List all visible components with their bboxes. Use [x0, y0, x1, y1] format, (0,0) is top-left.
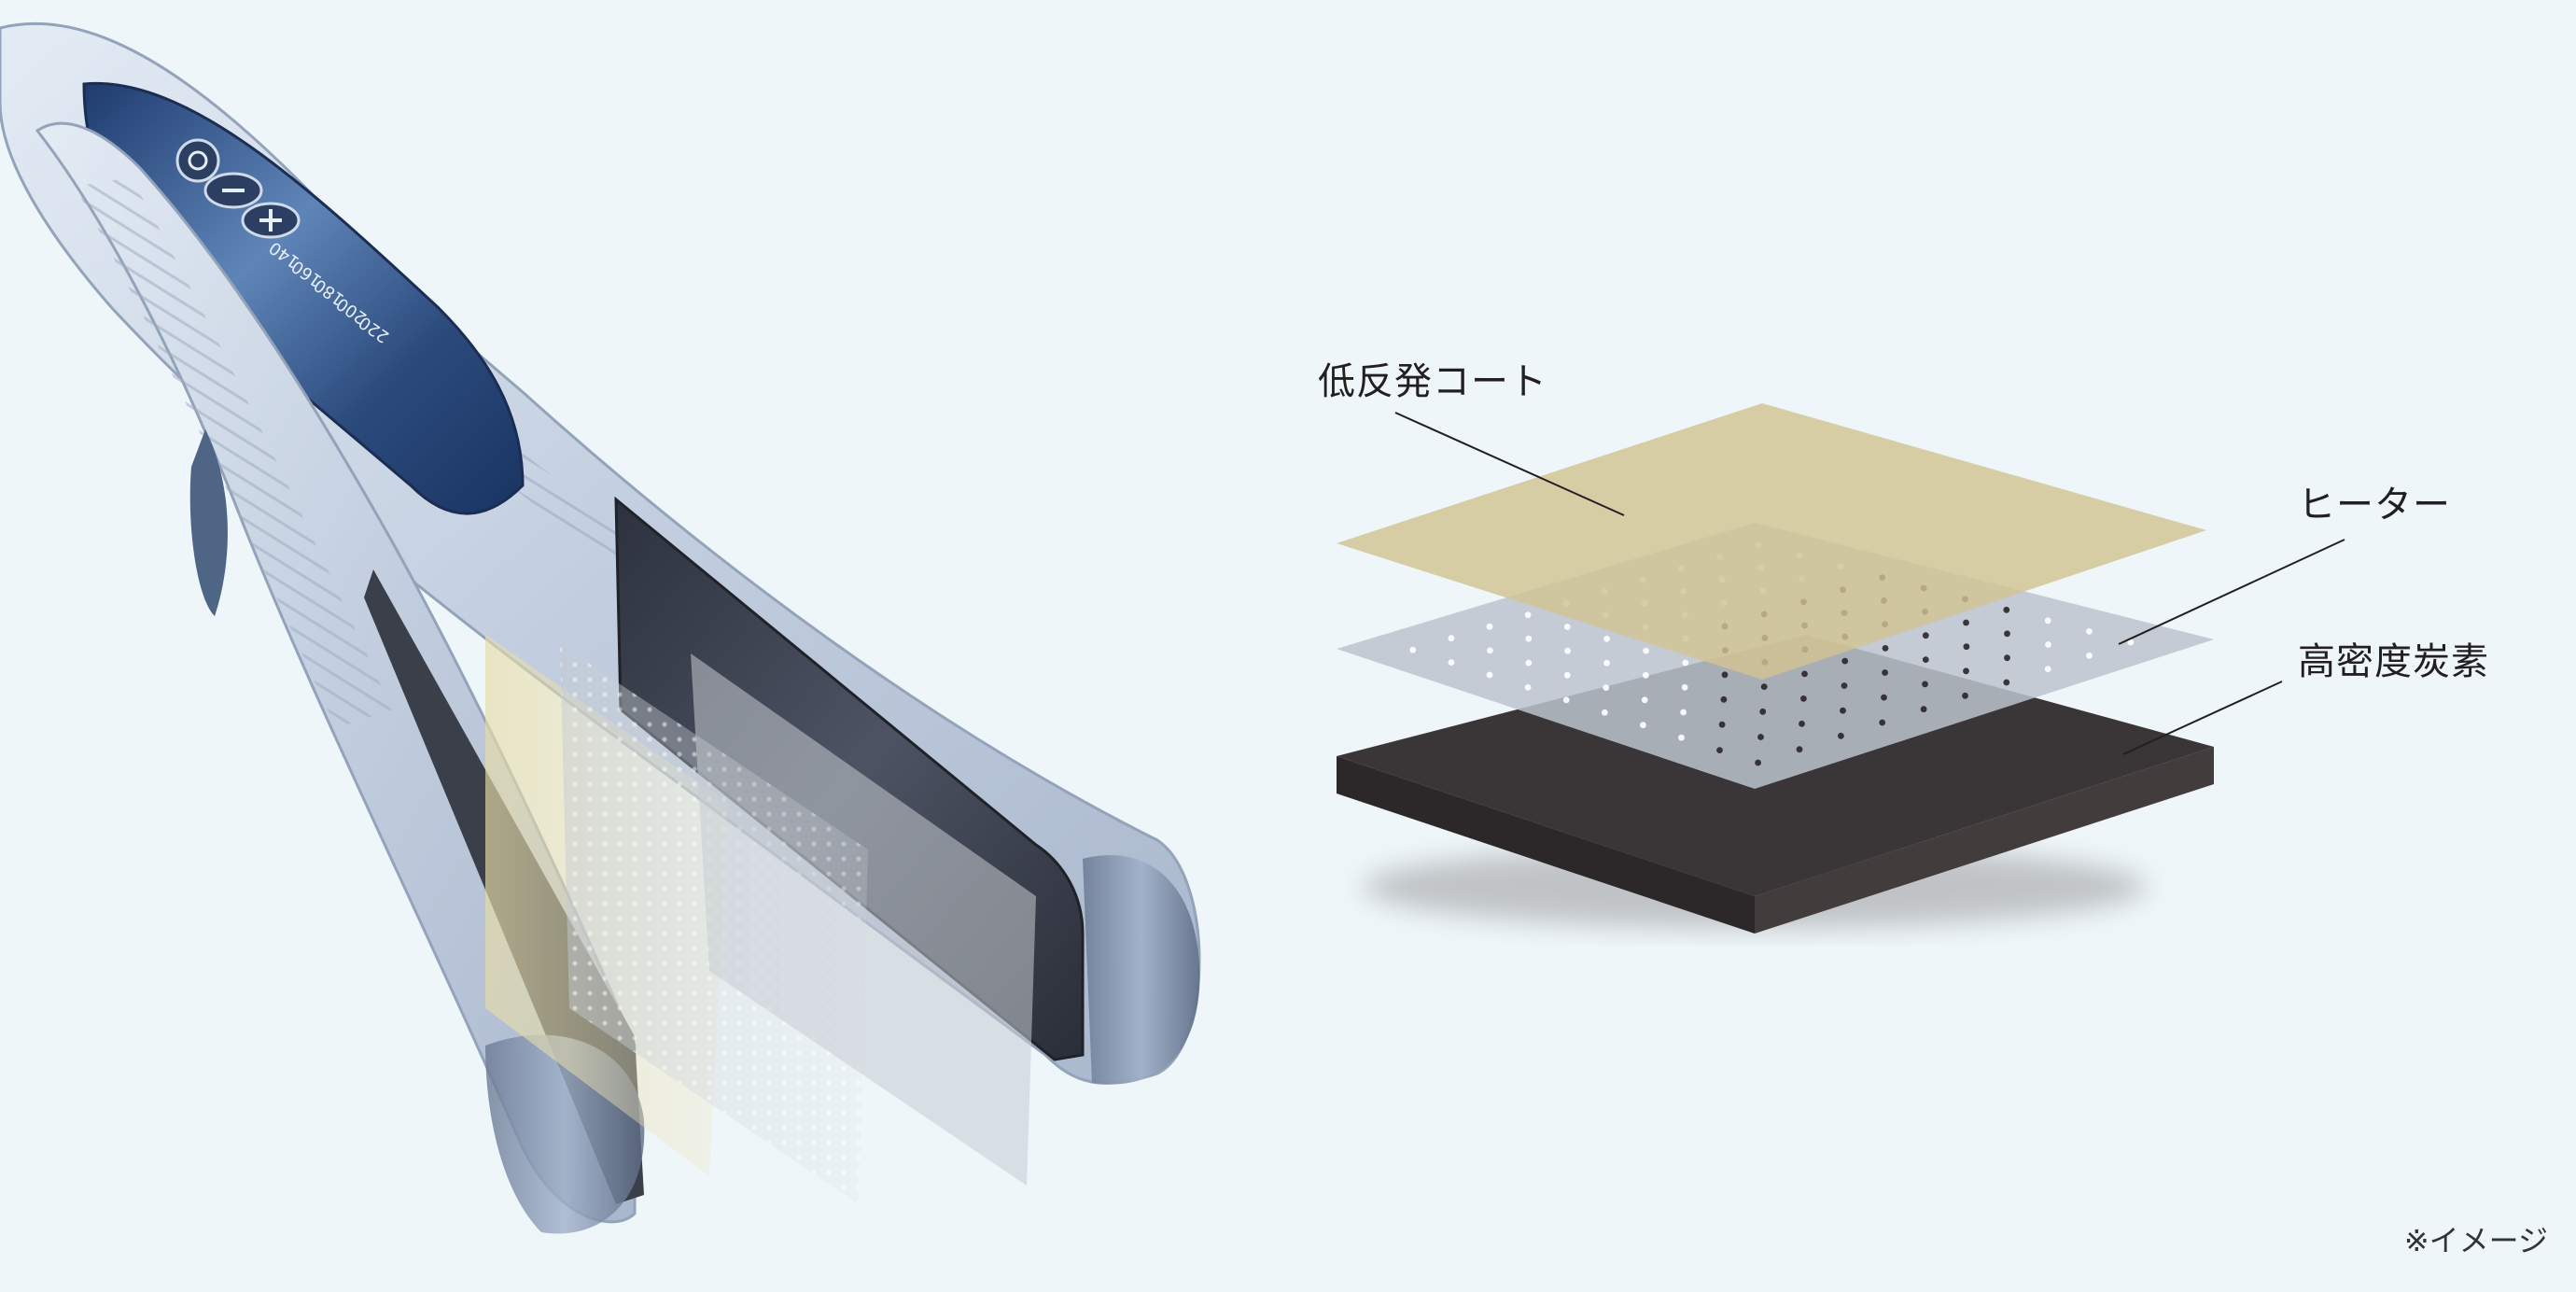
heater-label: ヒーター: [2298, 484, 2451, 527]
heater-dot: [1486, 623, 1493, 630]
heater-dot: [1963, 667, 1969, 675]
heater-dot: [1524, 611, 1532, 619]
heater-dot: [1681, 683, 1688, 691]
heater-dot: [2044, 617, 2051, 625]
heater-leader-line: [2118, 539, 2345, 645]
heater-dot: [1448, 659, 1455, 666]
heater-dot: [1755, 759, 1761, 766]
panel-buttons: [175, 138, 301, 239]
heater-dot: [1563, 624, 1571, 630]
heater-dot: [1879, 719, 1886, 726]
heater-dot: [1841, 657, 1849, 665]
heater-dot: [2045, 641, 2051, 648]
heater-dot: [1801, 670, 1808, 678]
heater-dot: [1841, 682, 1848, 689]
heater-dot: [1922, 656, 1929, 663]
heater-dot: [1643, 647, 1649, 654]
heater-dot: [2003, 606, 2010, 613]
heater-dot: [1716, 747, 1723, 753]
heater-dot: [1678, 734, 1685, 741]
heater-dot: [2086, 628, 2093, 635]
carbon-slab-right-side: [1755, 747, 2214, 934]
heater-dot: [2086, 652, 2093, 659]
plate-end-cap: [1083, 855, 1200, 1085]
heater-dot: [1882, 645, 1889, 652]
heater-dot: [1799, 720, 1805, 727]
heater-dot: [1562, 696, 1570, 704]
heater-dot: [1641, 696, 1648, 704]
heater-dot: [1840, 707, 1846, 714]
heater-dot: [2003, 679, 2010, 686]
carbon-slab-left-side: [1337, 756, 1755, 934]
heater-dot: [1642, 671, 1649, 679]
heater-dot: [1963, 619, 1969, 626]
carbon-label: 高密度炭素: [2298, 640, 2489, 683]
power-icon: [188, 150, 208, 171]
layer-diagram: [1337, 403, 2345, 934]
coat-leader-line: [1394, 412, 1625, 516]
heater-dot: [1922, 681, 1928, 688]
heater-dot: [1838, 732, 1844, 739]
heater-dot: [1881, 694, 1887, 701]
heater-dot: [2044, 666, 2051, 673]
heater-dot: [1682, 659, 1689, 667]
lower-arm-ribs: [75, 177, 392, 728]
heater-dot: [1409, 646, 1417, 653]
heater-dot: [1962, 692, 1968, 699]
coat-layer: [1337, 403, 2206, 680]
heater-dot: [1920, 706, 1927, 713]
image-note: ※イメージ: [2403, 1223, 2548, 1258]
heater-dot: [1525, 659, 1533, 667]
heater-dot: [1486, 671, 1493, 679]
heater-dot: [2004, 654, 2010, 662]
heater-dot: [1759, 708, 1767, 715]
heater-dot: [1796, 746, 1803, 753]
heater-dot: [1564, 647, 1571, 654]
heater-dot: [1721, 671, 1729, 679]
floating-carbon-layer: [691, 653, 1036, 1186]
heater-dot: [1487, 647, 1493, 654]
heater-dot: [1525, 635, 1533, 642]
heater-dot: [1757, 734, 1764, 740]
heater-dot: [2004, 630, 2010, 638]
heater-dot: [1603, 635, 1610, 642]
heater-dot: [1720, 695, 1728, 703]
heater-dot: [1963, 643, 1970, 651]
coat-label: 低反発コート: [1318, 360, 1547, 403]
heater-dot: [1603, 659, 1610, 667]
heater-dot: [1563, 671, 1571, 679]
heater-dot: [1760, 683, 1768, 690]
heater-dot: [1601, 709, 1608, 716]
heater-dot: [1718, 721, 1726, 728]
heater-dot: [1448, 635, 1455, 642]
heater-dot: [1680, 709, 1687, 716]
heater-dot: [1922, 632, 1929, 639]
carbon-leader-line: [2122, 681, 2283, 755]
power-button: [175, 138, 220, 183]
heater-dot: [1603, 684, 1610, 691]
hinge: [189, 429, 228, 616]
heater-dot: [1524, 684, 1532, 691]
heater-dot: [1882, 669, 1888, 676]
heater-dot: [1800, 695, 1807, 702]
heater-dot: [1640, 722, 1646, 729]
heater-dot: [2127, 639, 2135, 646]
